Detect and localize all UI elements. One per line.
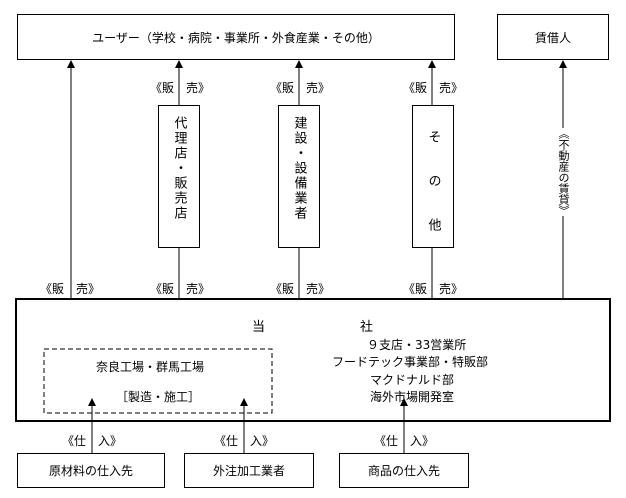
- purchase-label-2: 《仕 入》: [214, 434, 275, 448]
- channel-agent-box: 代理店・販売店: [158, 105, 200, 248]
- company-title-left: 当: [252, 320, 266, 335]
- channel-construction-label: 建設・設備業者: [291, 116, 307, 221]
- sale-label-agent-bottom: 《販 売》: [150, 282, 211, 296]
- channel-other-box: そ の 他: [412, 105, 454, 248]
- factories-sub-label: ［製造・施工］: [116, 390, 201, 404]
- sale-label-direct: 《販 売》: [40, 282, 101, 296]
- rent-label: 《不動産の賃貸》: [555, 128, 571, 216]
- sale-label-other-top: 《販 売》: [403, 81, 464, 95]
- branches-label: ９支店・33営業所: [367, 338, 467, 352]
- factory-dashed-box: [43, 348, 273, 414]
- sale-label-construction-bottom: 《販 売》: [270, 282, 331, 296]
- purchase-label-3: 《仕 入》: [374, 434, 435, 448]
- supplier-raw-materials-label: 原材料の仕入先: [48, 464, 133, 478]
- mcdonalds-division-label: マクドナルド部: [370, 373, 455, 387]
- supplier-subcontractor-box: 外注加工業者: [184, 453, 314, 488]
- lessor-box: 賃借人: [497, 14, 609, 60]
- channel-construction-box: 建設・設備業者: [278, 105, 320, 248]
- purchase-label-1: 《仕 入》: [62, 434, 123, 448]
- lessor-label: 賃借人: [534, 30, 571, 45]
- supplier-raw-materials-box: 原材料の仕入先: [17, 453, 165, 488]
- overseas-division-label: 海外市場開発室: [370, 390, 455, 404]
- users-box: ユーザー（学校・病院・事業所・外食産業・その他）: [17, 14, 455, 60]
- factories-label: 奈良工場・群馬工場: [96, 360, 205, 374]
- supplier-goods-label: 商品の仕入先: [367, 464, 440, 478]
- sale-label-agent-top: 《販 売》: [150, 81, 211, 95]
- channel-other-label: そ の 他: [425, 130, 441, 239]
- supplier-subcontractor-label: 外注加工業者: [212, 464, 285, 478]
- food-division-label: フードテック事業部・特販部: [332, 355, 489, 369]
- company-title-right: 社: [360, 320, 374, 335]
- company-box: [15, 298, 611, 422]
- users-label: ユーザー（学校・病院・事業所・外食産業・その他）: [92, 30, 380, 45]
- channel-agent-label: 代理店・販売店: [171, 116, 187, 221]
- sale-label-construction-top: 《販 売》: [270, 81, 331, 95]
- sale-label-other-bottom: 《販 売》: [403, 282, 464, 296]
- supplier-goods-box: 商品の仕入先: [339, 453, 469, 488]
